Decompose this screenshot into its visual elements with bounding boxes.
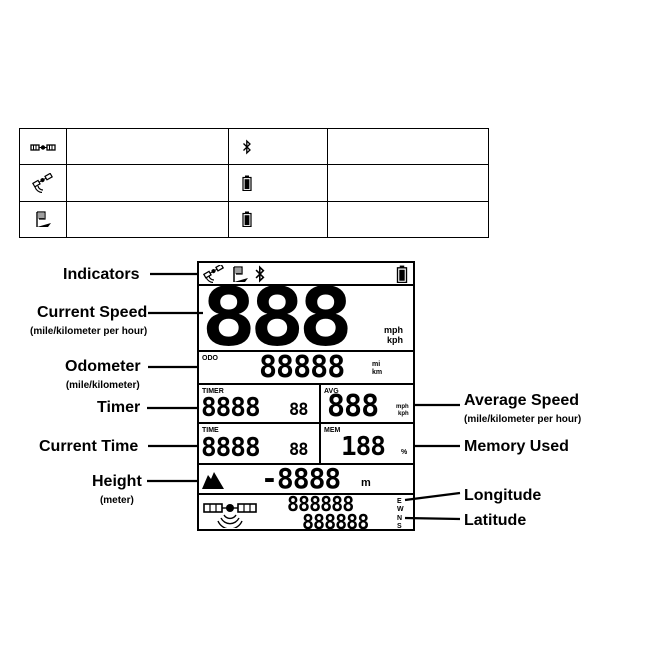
time-digits: 8888: [201, 433, 261, 463]
label-current-time: Current Time: [39, 437, 138, 456]
label-average-speed: Average Speed (mile/kilometer per hour): [464, 391, 581, 426]
label-timer: Timer: [97, 398, 140, 417]
odometer-unit-km: km: [372, 369, 383, 376]
legend-description-cell: [326, 164, 490, 202]
avg-unit-kph: kph: [398, 411, 409, 417]
odometer-digits: 88888: [259, 350, 345, 385]
mem-unit: %: [401, 449, 408, 456]
direction-w: W: [397, 506, 404, 513]
legend-icon-cell: [18, 127, 68, 166]
legend-description-cell: [326, 127, 490, 166]
timer-digits: 8888: [201, 393, 261, 423]
mem-cell: MEM 188 %: [321, 424, 413, 463]
longitude-digits: 888888: [287, 492, 354, 516]
legend-description-cell: [66, 127, 230, 166]
direction-n: N: [397, 515, 403, 522]
mem-digits: 188: [341, 432, 386, 462]
label-indicators: Indicators: [63, 265, 139, 284]
satellite-signal-icon: [202, 265, 225, 283]
time-seconds-digits: 88: [289, 440, 309, 460]
legend-description-cell: [326, 200, 490, 239]
lcd-timer-avg-row: TIMER 8888 88 AVG 888 mph kph: [199, 385, 413, 424]
label-current-speed: Current Speed (mile/kilometer per hour): [30, 303, 147, 338]
height-unit: m: [361, 477, 371, 489]
satellite-icon: [30, 144, 56, 151]
timer-seconds-digits: 88: [289, 400, 309, 420]
label-subtext: (mile/kilometer per hour): [30, 326, 148, 337]
lcd-gps-row: 888888 888888 E W N S: [199, 492, 413, 534]
label-text: Indicators: [63, 266, 140, 283]
avg-cell: AVG 888 mph kph: [321, 385, 413, 422]
speed-unit-mph: mph: [384, 325, 403, 335]
lcd-speed-row: 888 mph kph: [199, 278, 413, 358]
battery-icon: [242, 175, 253, 191]
height-digits: -8888: [261, 462, 341, 495]
mem-label: MEM: [324, 427, 341, 434]
label-longitude: Longitude: [464, 486, 541, 505]
odometer-unit-mi: mi: [372, 361, 381, 368]
lcd-display: 888 mph kph ODO 88888 mi km TIMER 8888 8…: [197, 261, 415, 534]
time-cell: TIME 8888 88: [199, 424, 321, 463]
label-memory-used: Memory Used: [464, 437, 569, 456]
label-odometer: Odometer (mile/kilometer): [65, 357, 141, 392]
label-text: Latitude: [464, 512, 527, 529]
legend-icon-cell: [18, 200, 68, 239]
label-subtext: (mile/kilometer per hour): [464, 414, 582, 425]
time-label: TIME: [202, 427, 219, 434]
label-text: Timer: [97, 399, 141, 416]
avg-digits: 888: [327, 389, 379, 424]
legend-description-cell: [66, 164, 230, 202]
timer-label: TIMER: [202, 388, 224, 395]
lcd-height-row: -8888 m: [199, 465, 413, 495]
legend-description-cell: [66, 200, 230, 239]
timer-cell: TIMER 8888 88: [199, 385, 321, 422]
speed-unit-kph: kph: [387, 335, 404, 345]
mountain-icon: [202, 472, 224, 489]
legend-icon-cell: [228, 200, 328, 239]
direction-e: E: [397, 498, 402, 505]
label-latitude: Latitude: [464, 511, 526, 530]
label-text: Memory Used: [464, 438, 569, 455]
legend-icon-cell: [18, 164, 68, 202]
avg-unit-mph: mph: [396, 404, 409, 410]
odo-label: ODO: [202, 355, 218, 362]
legend-row: [18, 127, 490, 166]
battery-icon: [396, 265, 408, 283]
bluetooth-icon: [255, 265, 265, 283]
avg-label: AVG: [324, 388, 339, 395]
label-text: Height: [92, 473, 142, 490]
satellite-signal-icon: [32, 172, 54, 193]
label-subtext: (mile/kilometer): [65, 380, 140, 391]
label-subtext: (meter): [99, 495, 134, 506]
indicator-legend-table: [18, 127, 490, 239]
lcd-time-mem-row: TIME 8888 88 MEM 188 %: [199, 424, 413, 465]
lcd-indicator-row: [199, 263, 413, 286]
legend-icon-cell: [228, 164, 328, 202]
battery-icon: [242, 211, 253, 228]
direction-s: S: [397, 523, 402, 530]
label-height: Height (meter): [92, 472, 142, 507]
legend-row: [18, 164, 490, 202]
satellite-signal-icon: [203, 503, 257, 528]
flag-icon: [233, 266, 248, 282]
label-text: Current Time: [39, 438, 139, 455]
legend-icon-cell: [228, 127, 328, 166]
legend-row: [18, 200, 490, 239]
label-text: Current Speed: [37, 304, 148, 321]
bluetooth-icon: [243, 139, 252, 155]
label-text: Odometer: [65, 358, 141, 375]
flag-icon: [36, 211, 52, 228]
lcd-odometer-row: ODO 88888 mi km: [199, 352, 413, 385]
label-text: Longitude: [464, 487, 542, 504]
latitude-digits: 888888: [302, 510, 369, 534]
speed-digits: 888: [201, 271, 353, 364]
label-text: Average Speed: [464, 392, 580, 409]
